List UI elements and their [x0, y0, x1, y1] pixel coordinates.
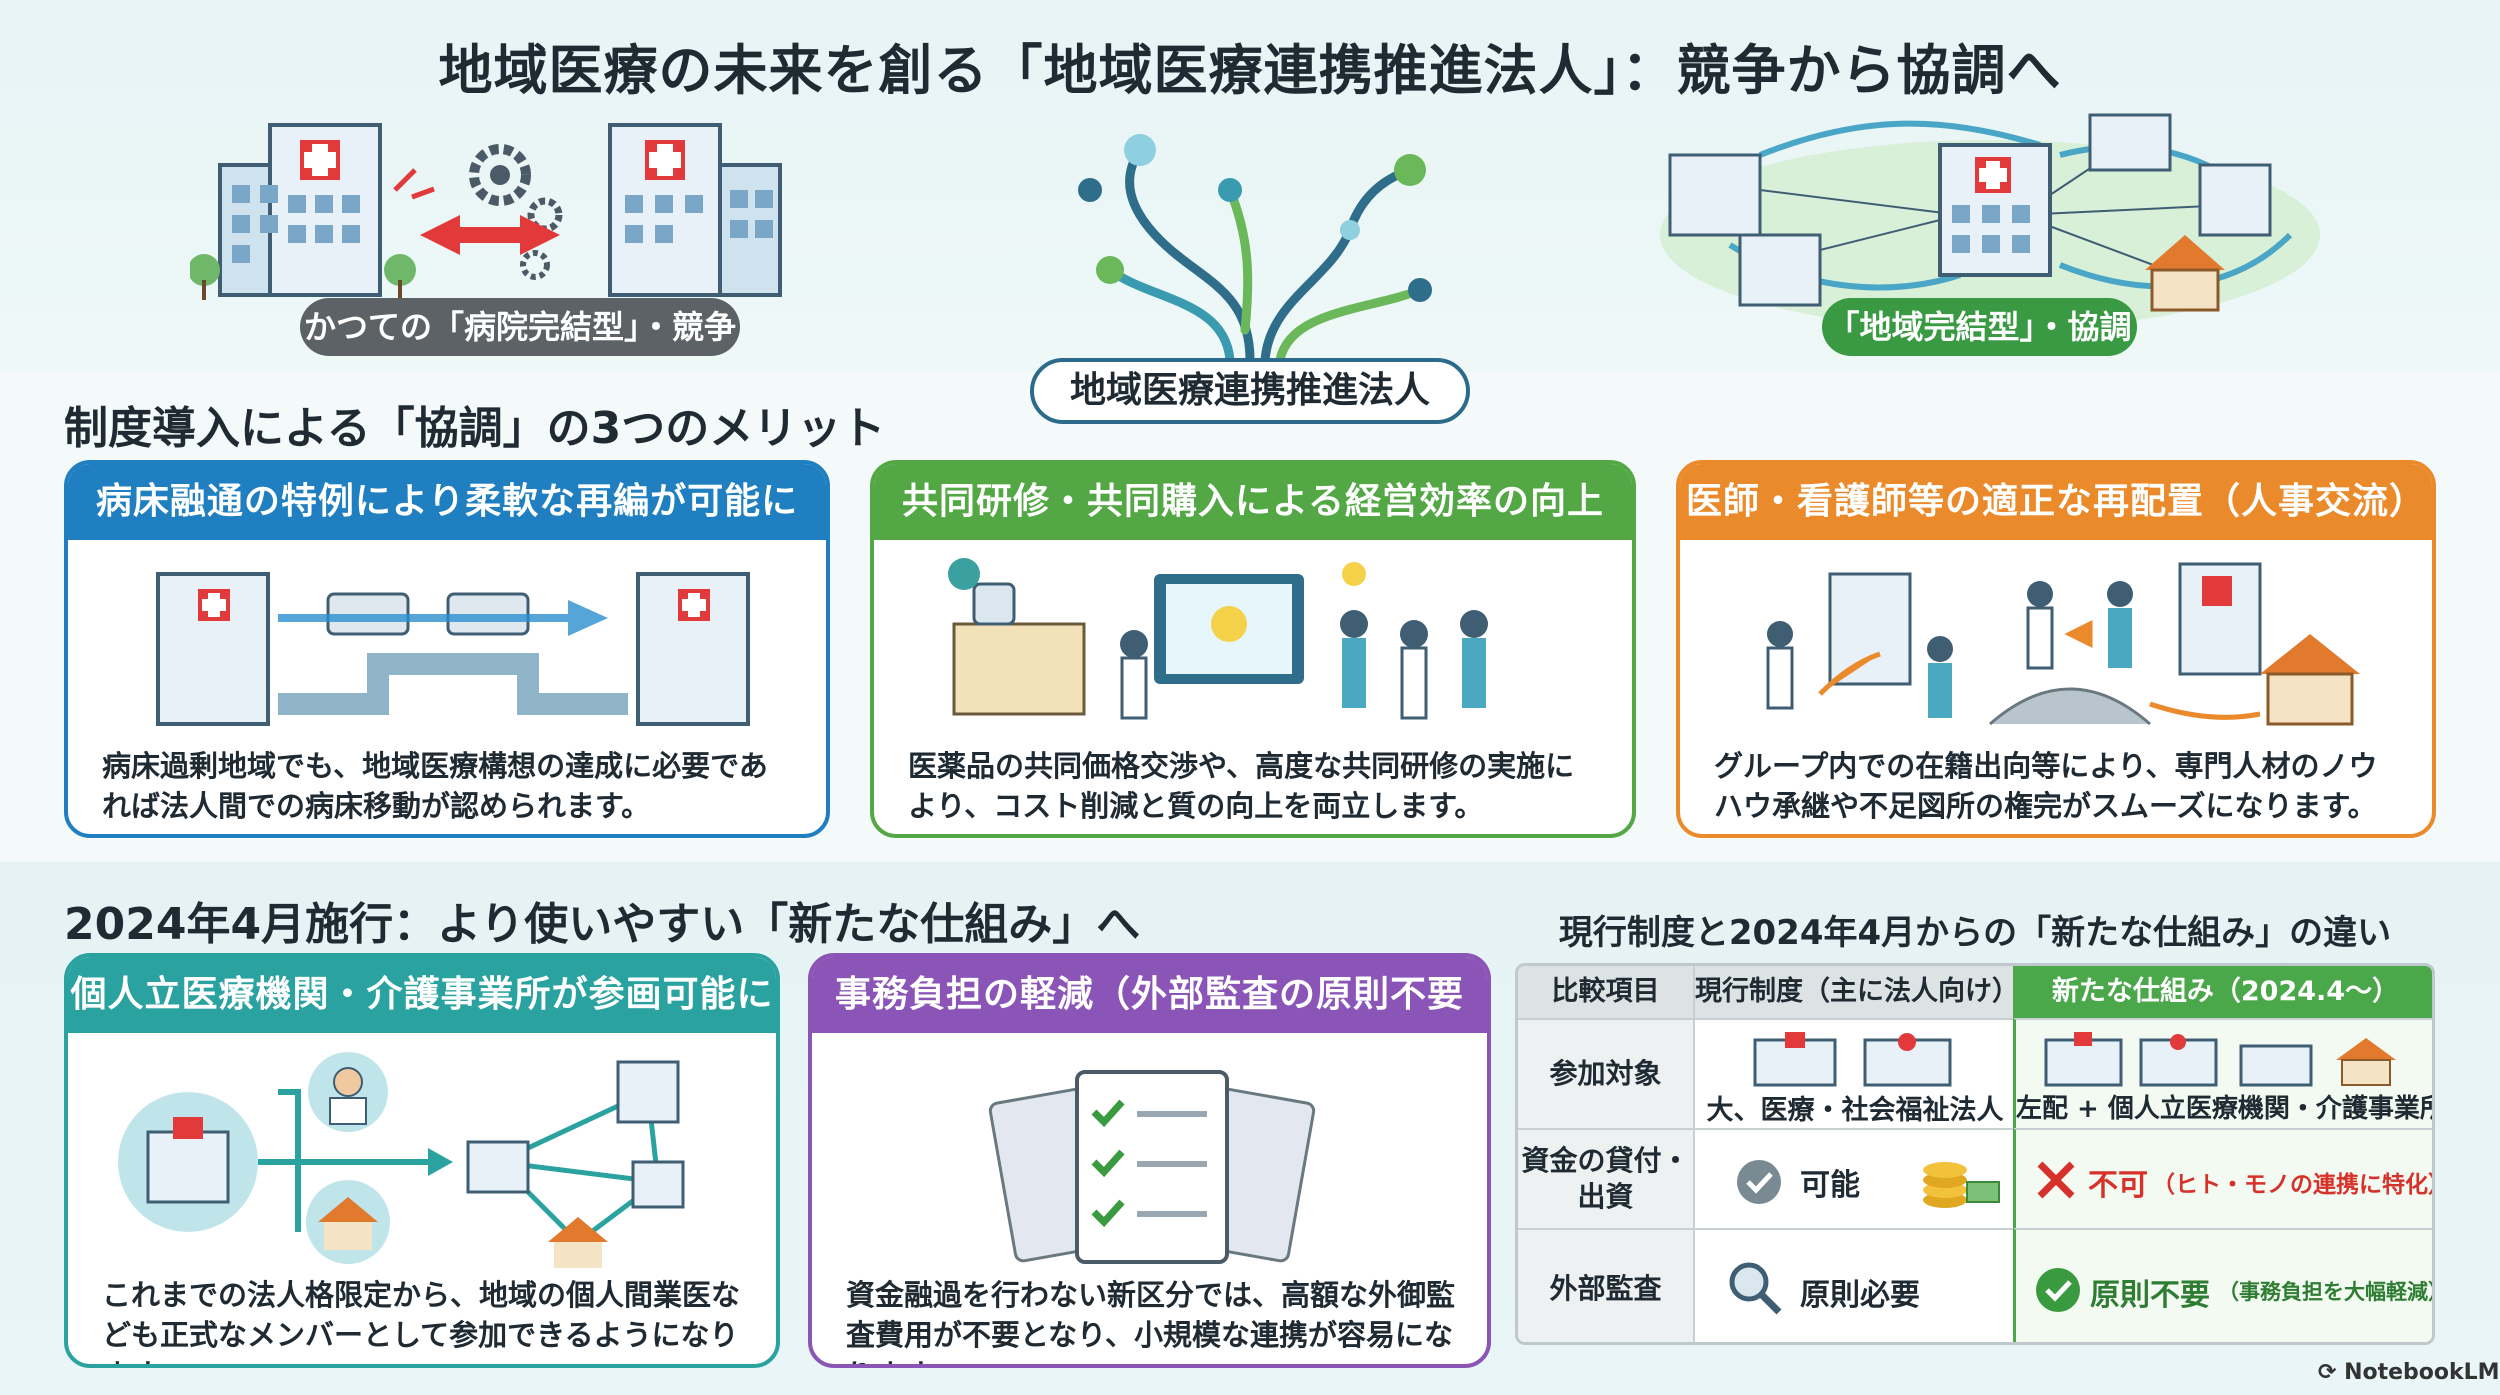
new-card-body: 資金融過を行わない新区分では、高額な外御監査費用が不要となり、小規模な連携が容易… — [846, 1278, 1456, 1364]
table-cell: 大、医療・社会福祉法人 — [1693, 1018, 2013, 1128]
table-header-new: 新たな仕組み（2024.4〜） — [2013, 966, 2432, 1018]
row-current: 原則必要 — [1800, 1278, 1920, 1313]
table-cell: 不可 （ヒト・モノの連携に特化） — [2013, 1128, 2435, 1228]
comparison-heading: 現行制度と2024年4月からの「新たな仕組み」の違い — [1558, 913, 2392, 953]
row-new-note: （ヒト・モノの連携に特化） — [2152, 1172, 2435, 1198]
coins-icon — [1923, 1162, 2000, 1208]
bed-transfer-illustration — [156, 572, 750, 726]
row-new-note: （事務負担を大幅軽減） — [2218, 1280, 2435, 1304]
hero-left-label: かつての「病院完結型」・競争 — [300, 298, 740, 356]
brand-watermark: ⟳ NotebookLM — [2318, 1360, 2500, 1385]
hospital-center-icon — [1938, 143, 2052, 277]
comparison-table: 比較項目 現行制度（主に法人向け） 新たな仕組み（2024.4〜） 参加対象 大… — [1515, 963, 2435, 1345]
row-label: 参加対象 — [1518, 1018, 1693, 1128]
hospital-icon — [2044, 1032, 2396, 1087]
joint-training-illustration — [948, 558, 1488, 720]
magnifier-icon — [1729, 1262, 1782, 1315]
merit-card-title: 病床融通の特例により柔軟な再編が可能に — [68, 464, 826, 540]
table-cell: 可能 — [1693, 1128, 2013, 1228]
merits-heading: 制度導入による「協調」の3つのメリット — [64, 403, 886, 454]
member-join-illustration — [118, 1052, 685, 1268]
hero-right-label: 「地域完結型」・協調 — [1822, 298, 2137, 356]
brand-name: NotebookLM — [2344, 1360, 2500, 1385]
staff-exchange-illustration — [1766, 562, 2360, 726]
merit-card-training: 共同研修・共同購入による経営効率の向上 医薬品の共同価格交渉や、高度な共同研修の… — [870, 460, 1636, 838]
row-label: 外部監査 — [1518, 1228, 1693, 1342]
new-card-body: これまでの法人格限定から、地域の個人間業医なども正式なメンバーとして参加できるよ… — [102, 1278, 741, 1364]
table-cell: 原則不要 （事務負担を大幅軽減） — [2013, 1228, 2435, 1342]
new-card-title: 個人立医療機関・介護事業所が参画可能に — [68, 957, 776, 1033]
hero-center-label: 地域医療連携推進法人 — [1030, 358, 1470, 424]
network-tree-illustration — [1078, 134, 1432, 360]
row-current: 大、医療・社会福祉法人 — [1706, 1095, 2004, 1126]
competition-illustration — [190, 123, 782, 300]
merit-card-body: グループ内での在籍出向等により、専門人材のノウハウ承継や不足図所の権完がスムーズ… — [1714, 749, 2378, 823]
merit-card-title: 共同研修・共同購入による経営効率の向上 — [874, 464, 1632, 540]
row-current: 可能 — [1800, 1168, 1860, 1203]
table-cell: 左配 + 個人立医療機関・介護事業所 — [2013, 1018, 2435, 1128]
new-card-members: 個人立医療機関・介護事業所が参画可能に これまでの法人格限定から、地域の個人間業… — [64, 953, 780, 1368]
table-cell: 原則必要 — [1693, 1228, 2013, 1342]
merit-card-title: 医師・看護師等の適正な再配置（人事交流） — [1680, 464, 2432, 540]
table-header-current: 現行制度（主に法人向け） — [1693, 966, 2019, 1018]
new-system-heading: 2024年4月施行：より使いやすい「新たな仕組み」へ — [64, 899, 1141, 950]
clinic-icon — [1668, 113, 2272, 307]
cooperation-illustration — [1660, 113, 2320, 330]
conflict-arrow-icon — [420, 215, 560, 255]
row-label: 資金の貸付・出資 — [1518, 1128, 1693, 1228]
check-circle-icon — [1737, 1160, 1781, 1204]
table-header-item: 比較項目 — [1518, 966, 1693, 1018]
merit-card-body: 医薬品の共同価格交渉や、高度な共同研修の実施により、コスト削減と質の向上を両立し… — [908, 749, 1575, 823]
check-circle-icon — [2036, 1268, 2080, 1312]
new-card-title: 事務負担の軽減（外部監査の原則不要化） — [812, 957, 1487, 1091]
page-title: 地域医療の未来を創る「地域医療連携推進法人」：競争から協調へ — [438, 39, 2062, 102]
hospital-right-icon — [608, 123, 782, 297]
new-card-audit: 事務負担の軽減（外部監査の原則不要化） 資金融過を行わない新区分では、高額な外御… — [808, 953, 1491, 1368]
document-checklist-icon — [988, 1070, 1316, 1264]
house-icon — [2145, 235, 2225, 312]
merit-card-beds: 病床融通の特例により柔軟な再編が可能に 病床過剰地域でも、地域医療構想の達成に必… — [64, 460, 830, 838]
row-new-main: 原則不要 — [2090, 1278, 2210, 1313]
hospital-icon — [1753, 1032, 1952, 1087]
gear-icon — [469, 144, 563, 280]
merit-card-body: 病床過剰地域でも、地域医療構想の達成に必要であれば法人間での病床移動が認められま… — [102, 749, 768, 823]
hospital-left-icon — [190, 123, 416, 300]
lightbulb-icon — [1342, 562, 1366, 586]
cross-icon — [2037, 1161, 2075, 1199]
row-new: 左配 + 個人立医療機関・介護事業所 — [2016, 1094, 2435, 1124]
row-new-main: 不可 — [2088, 1168, 2148, 1203]
merit-card-staff: 医師・看護師等の適正な再配置（人事交流） グループ内での在籍出向等により、専門人… — [1676, 460, 2436, 838]
